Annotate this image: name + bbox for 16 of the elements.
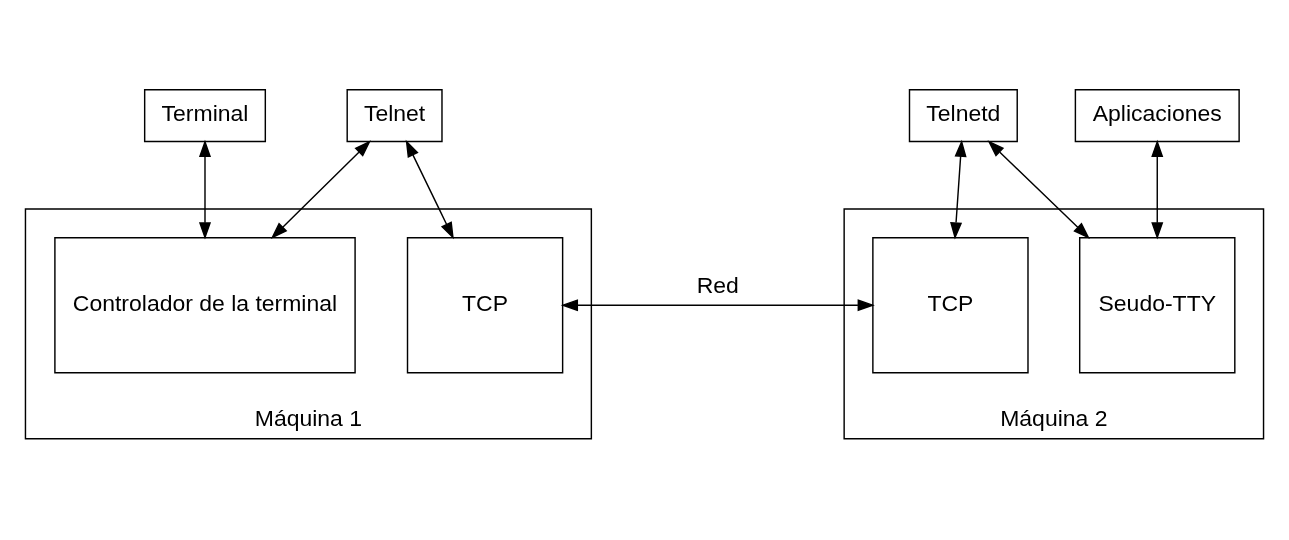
arrow: [1151, 139, 1164, 240]
arrow: [560, 299, 875, 312]
node-box: Controlador de la terminal: [54, 236, 356, 374]
node-box: TCP: [872, 236, 1029, 374]
arrow: [270, 140, 371, 239]
arrow: [950, 139, 967, 240]
edge-label: Red: [696, 272, 739, 299]
node-box: Telnet: [346, 89, 443, 143]
node-box: Telnetd: [908, 89, 1018, 143]
node-box: Seudo-TTY: [1079, 236, 1236, 374]
node-box: TCP: [406, 236, 564, 374]
arrow: [405, 139, 454, 240]
node-box: Aplicaciones: [1074, 89, 1240, 143]
arrow: [987, 140, 1090, 239]
node-box: Terminal: [143, 89, 267, 143]
arrow: [198, 139, 212, 240]
